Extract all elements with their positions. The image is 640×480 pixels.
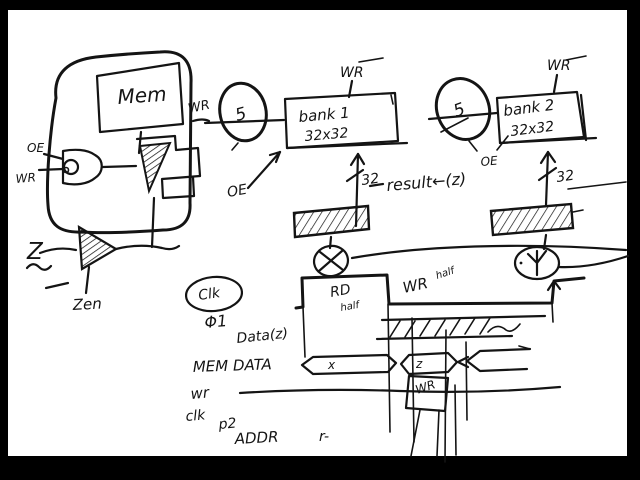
clock-wire-right [557, 254, 630, 269]
bank2-wr-label: WR [547, 58, 571, 74]
mem-box [95, 61, 185, 134]
r-label: r- [319, 429, 329, 445]
rd-phase-label: RD [329, 282, 352, 301]
phi2-label: p2 [217, 415, 237, 433]
wr-pulse-box [404, 374, 450, 457]
wr-left-label: WR [15, 170, 36, 186]
bus-value-wr: WR [414, 377, 438, 397]
phi-clock-symbol-2 [513, 245, 561, 281]
clock-wire-long [350, 244, 628, 260]
z-enable-buffer [25, 224, 181, 295]
phi1-label: Φ1 [204, 311, 228, 332]
tristate-buffer-icon [138, 141, 172, 195]
rd-phase-sub: half [340, 300, 362, 314]
mux1-label: 5 [233, 104, 249, 126]
mux-symbol-1 [191, 81, 286, 151]
clk-circled-label: Clk [197, 285, 222, 304]
timing-baseline [238, 385, 562, 395]
mem-data-label: MEM DATA [193, 355, 272, 376]
oe-left-label: OE [27, 141, 44, 155]
wr-wire-label: WR [187, 98, 212, 117]
bank2-oe-tick [496, 135, 509, 151]
memory-unit [37, 50, 202, 249]
hatched-data-band [375, 314, 547, 341]
bank1-name: bank 1 [298, 104, 351, 126]
bank1-box [283, 57, 409, 150]
bank1-oe-arrow [246, 150, 282, 190]
bus-value-x: x [327, 358, 336, 372]
bank2-box [495, 55, 598, 145]
mem-data-bus [300, 345, 532, 376]
bank1-wr-label: WR [340, 65, 364, 81]
timing-clock-waveform [294, 273, 586, 310]
bus-value-z: z [415, 357, 423, 371]
and-gate-icon [37, 148, 138, 186]
clk-circle [184, 275, 244, 313]
bank2-size: 32x32 [510, 119, 556, 140]
zen-label: Zen [71, 295, 102, 315]
bank2-bus-arrow [537, 150, 627, 207]
bank1-size: 32x32 [304, 125, 349, 145]
data-z-label: Data(z) [236, 326, 289, 347]
mem-label: Mem [117, 82, 168, 109]
z-input-label: Z [26, 239, 44, 265]
bank2-bus-width: 32 [555, 168, 575, 186]
addr-label: ADDR [233, 428, 279, 448]
clk-signal-label: clk [185, 407, 207, 425]
zen-buffer-icon [77, 224, 119, 271]
bank2-oe-label: OE [480, 154, 499, 169]
wr-signal-label: wr [190, 383, 211, 403]
mux-symbol-2 [427, 77, 499, 152]
register2-hatched [489, 202, 584, 251]
wr-phase-label: WR [401, 274, 429, 297]
bank1-oe-label: OE [226, 182, 248, 201]
